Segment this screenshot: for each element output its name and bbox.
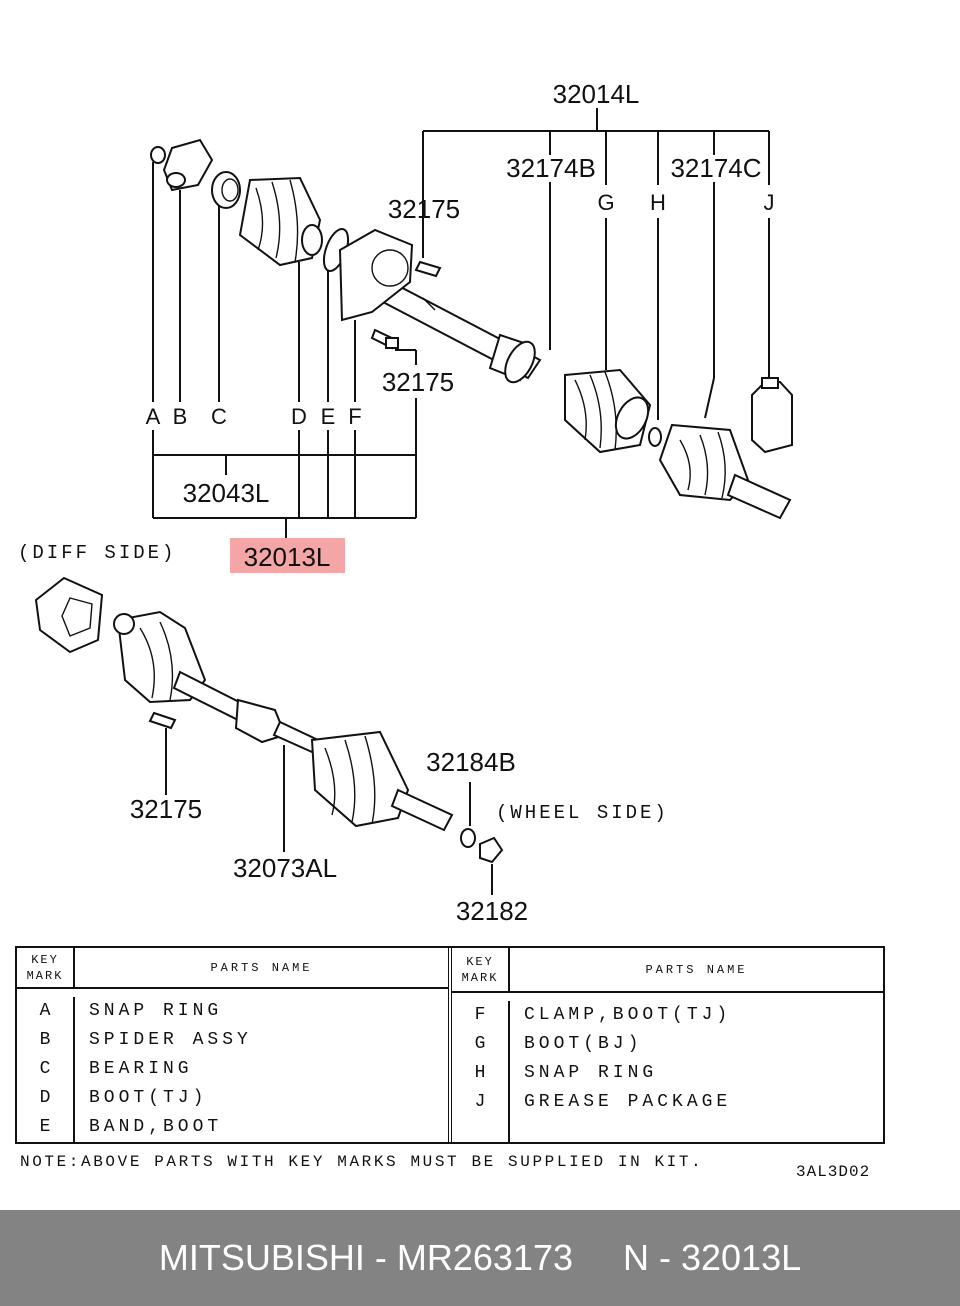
brand-part-number: MITSUBISHI - MR263173 bbox=[158, 1237, 573, 1278]
table-key: G bbox=[474, 1034, 486, 1054]
callout-32175-top: 32175 bbox=[388, 194, 460, 224]
table-part-name: CLAMP,BOOT(TJ) bbox=[524, 1005, 732, 1025]
table-part-name: BEARING bbox=[89, 1059, 193, 1079]
callout-32174B: 32174B bbox=[506, 153, 596, 183]
callout-32182: 32182 bbox=[456, 896, 528, 926]
highlight-box bbox=[230, 538, 345, 573]
callout-32184B: 32184B bbox=[426, 747, 516, 777]
kit-note: NOTE:ABOVE PARTS WITH KEY MARKS MUST BE … bbox=[20, 1153, 704, 1171]
callout-32175-lower: 32175 bbox=[130, 794, 202, 824]
parts-name-header: PARTS NAME bbox=[210, 960, 313, 975]
parts-name-header: PARTS NAME bbox=[645, 962, 748, 977]
table-part-name: BOOT(TJ) bbox=[89, 1088, 208, 1108]
table-part-name: SNAP RING bbox=[524, 1063, 658, 1083]
key-letter-e: E bbox=[321, 404, 336, 429]
key-letter-c: C bbox=[211, 404, 227, 429]
exploded-parts-diagram: 32014L 32174B 32174C 32175 32175 32043L … bbox=[18, 79, 793, 926]
table-part-name: BAND,BOOT bbox=[89, 1117, 223, 1137]
table-key: D bbox=[39, 1088, 51, 1108]
key-letter-j: J bbox=[764, 190, 775, 215]
callout-32175-mid: 32175 bbox=[382, 367, 454, 397]
table-part-name: SNAP RING bbox=[89, 1001, 223, 1021]
key-letter-h: H bbox=[650, 190, 666, 215]
callout-32174C: 32174C bbox=[670, 153, 761, 183]
footer-bar: MITSUBISHI - MR263173 N - 32013L bbox=[0, 1210, 960, 1306]
key-letter-b: B bbox=[173, 404, 188, 429]
table-key: B bbox=[39, 1030, 51, 1050]
table-part-name: BOOT(BJ) bbox=[524, 1034, 643, 1054]
callout-32043L: 32043L bbox=[183, 478, 270, 508]
drawing-code: 3AL3D02 bbox=[796, 1163, 871, 1181]
callout-32014L: 32014L bbox=[553, 79, 640, 109]
key-header-line2: MARK bbox=[26, 968, 64, 983]
table-key: C bbox=[39, 1059, 51, 1079]
key-header-line2: MARK bbox=[461, 970, 499, 985]
table-part-name: GREASE PACKAGE bbox=[524, 1092, 732, 1112]
wheel-side-label: (WHEEL SIDE) bbox=[496, 802, 669, 824]
table-key: A bbox=[39, 1001, 51, 1021]
reference-number: N - 32013L bbox=[623, 1237, 802, 1278]
table-key: J bbox=[474, 1092, 486, 1112]
key-header-line1: KEY bbox=[31, 952, 59, 967]
table-key: H bbox=[474, 1063, 486, 1083]
callout-32073AL: 32073AL bbox=[233, 853, 337, 883]
table-part-name: SPIDER ASSY bbox=[89, 1030, 252, 1050]
key-header-line1: KEY bbox=[466, 954, 494, 969]
table-key: F bbox=[474, 1005, 486, 1025]
diff-side-label: (DIFF SIDE) bbox=[18, 542, 176, 564]
table-key: E bbox=[39, 1117, 51, 1137]
key-letter-g: G bbox=[597, 190, 614, 215]
key-letter-d: D bbox=[291, 404, 307, 429]
key-letter-a: A bbox=[146, 404, 161, 429]
callout-32013L: 32013L bbox=[244, 542, 331, 572]
key-letter-f: F bbox=[348, 404, 361, 429]
